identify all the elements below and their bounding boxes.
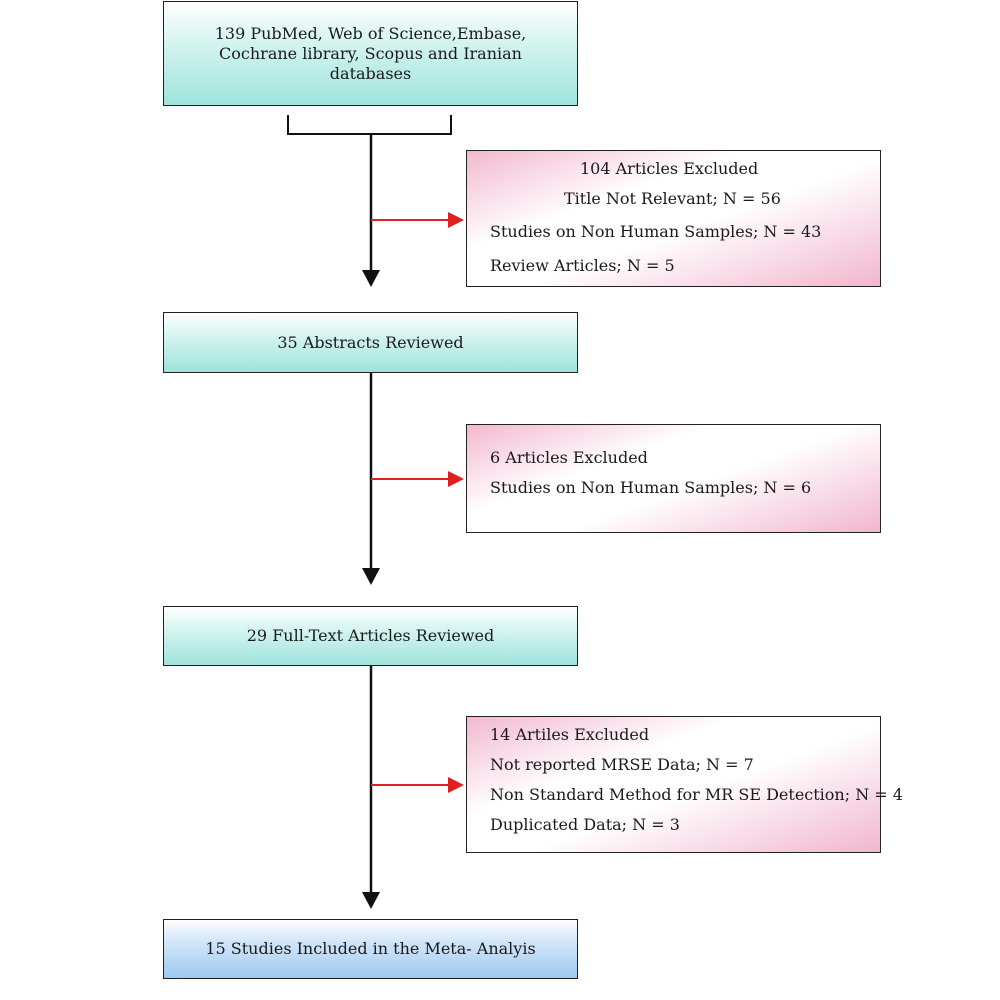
exclusion-2-item: Studies on Non Human Samples; N = 6 — [490, 478, 812, 497]
included-studies-box: 15 Studies Included in the Meta- Analyis — [163, 919, 578, 979]
arrowhead-to-abstracts — [362, 270, 380, 287]
exclusion-box-2: 6 Articles Excluded Studies on Non Human… — [466, 424, 881, 533]
arrowhead-to-fulltext — [362, 568, 380, 585]
included-studies-label: 15 Studies Included in the Meta- Analyis — [205, 939, 536, 958]
abstracts-reviewed-box: 35 Abstracts Reviewed — [163, 312, 578, 373]
bracket-connector — [287, 115, 452, 135]
exclusion-arrowhead-2 — [448, 471, 464, 487]
exclusion-1-item: Title Not Relevant; N = 56 — [564, 189, 781, 208]
exclusion-1-item: Review Articles; N = 5 — [490, 256, 675, 275]
exclusion-3-item: Duplicated Data; N = 3 — [490, 815, 680, 834]
exclusion-1-title: 104 Articles Excluded — [580, 159, 759, 178]
fulltext-reviewed-label: 29 Full-Text Articles Reviewed — [246, 626, 495, 645]
exclusion-1-item: Studies on Non Human Samples; N = 43 — [490, 222, 822, 241]
exclusion-3-item: Not reported MRSE Data; N = 7 — [490, 755, 754, 774]
exclusion-arrowhead-3 — [448, 777, 464, 793]
identified-records-box: 139 PubMed, Web of Science,Embase, Cochr… — [163, 1, 578, 106]
arrowhead-to-included — [362, 892, 380, 909]
exclusion-2-title: 6 Articles Excluded — [490, 448, 648, 467]
exclusion-3-title: 14 Artiles Excluded — [490, 725, 650, 744]
abstracts-reviewed-label: 35 Abstracts Reviewed — [277, 332, 464, 352]
identified-records-label: 139 PubMed, Web of Science,Embase, Cochr… — [214, 23, 527, 83]
exclusion-box-1: 104 Articles Excluded Title Not Relevant… — [466, 150, 881, 287]
exclusion-box-3: 14 Artiles Excluded Not reported MRSE Da… — [466, 716, 903, 853]
exclusion-3-item: Non Standard Method for MR SE Detection;… — [490, 785, 903, 804]
fulltext-reviewed-box: 29 Full-Text Articles Reviewed — [163, 606, 578, 666]
exclusion-arrowhead-1 — [448, 212, 464, 228]
